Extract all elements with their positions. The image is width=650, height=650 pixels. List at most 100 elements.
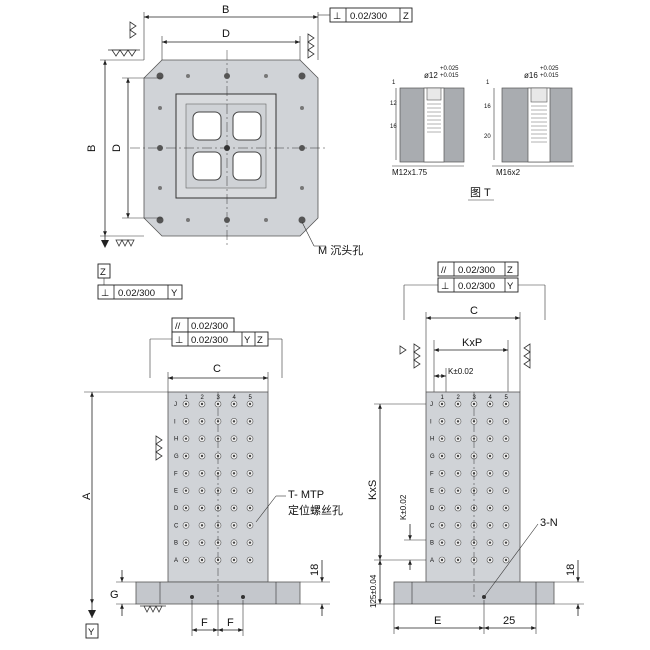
side-dim-k-vert: K±0.02 [399, 494, 408, 520]
front-datum-triangles [140, 435, 166, 613]
pocket [192, 111, 222, 141]
column-label: 4 [489, 395, 493, 401]
front-dim-a: A [81, 492, 93, 500]
callout-t-mtp: T- MTP [288, 489, 324, 501]
detail-right-tol-up: +0.025 [540, 66, 559, 72]
grid-hole-center [248, 437, 252, 440]
grid-hole-center [440, 454, 444, 458]
row-label: E [430, 489, 434, 495]
grid-hole-center [232, 437, 236, 440]
row-label: H [174, 437, 178, 443]
front-dim-g: G [110, 589, 119, 601]
grid-hole-center [184, 454, 188, 458]
grid-hole-center [232, 420, 236, 423]
side-view: // 0.02/300 Z ⊥ 0.02/300 Y C KxP K±0.02 [367, 261, 584, 634]
grid-hole-center [232, 524, 236, 527]
column-label: 5 [505, 395, 509, 401]
top-view: B D ⊥ 0.02/300 Z [86, 4, 413, 300]
grid-hole-center [504, 524, 508, 527]
row-label: C [174, 523, 179, 529]
svg-text:⊥: ⊥ [441, 281, 449, 292]
column-label: 3 [473, 395, 477, 401]
row-label: A [174, 558, 178, 564]
grid-hole-center [232, 489, 236, 492]
grid-hole-center [504, 472, 508, 475]
grid-hole-center [488, 489, 492, 492]
dim-d-left: D [111, 144, 123, 152]
detail-left-tol-down: +0.015 [440, 73, 459, 79]
callout-locating-hole: 定位螺丝孔 [288, 503, 343, 517]
grid-hole-center [248, 420, 252, 423]
grid-hole-center [248, 489, 252, 492]
tol-left-datum: Y [171, 288, 178, 299]
grid-hole-center [440, 437, 444, 440]
row-label: E [174, 489, 178, 495]
grid-hole-center [456, 506, 460, 510]
callout-m-hole: M 沉头孔 [318, 244, 363, 257]
grid-hole-center [488, 524, 492, 527]
dim-d-top: D [222, 28, 230, 40]
column-label: 2 [457, 395, 461, 401]
side-dim-k: K±0.02 [448, 367, 474, 376]
svg-text:⊥: ⊥ [333, 11, 341, 22]
grid-hole-center [456, 558, 460, 562]
row-label: B [174, 541, 178, 547]
grid-hole-center [216, 437, 220, 440]
grid-hole-center [184, 541, 188, 544]
tol-top-datum: Z [403, 11, 409, 22]
grid-hole-center [216, 420, 220, 423]
grid-hole-center [184, 558, 188, 562]
grid-hole-center [472, 420, 476, 423]
grid-hole-center [200, 454, 204, 458]
row-label: C [430, 523, 435, 529]
tol-top-value: 0.02/300 [350, 11, 387, 22]
grid-hole-center [488, 437, 492, 440]
row-label: I [430, 419, 432, 425]
dim-b-left: B [86, 145, 98, 152]
grid-hole-center [232, 558, 236, 562]
grid-hole-center [504, 437, 508, 440]
grid-hole-center [440, 524, 444, 527]
row-label: F [174, 471, 178, 477]
detail-left-dim1: 1 [392, 80, 396, 86]
side-tolerance-frames: // 0.02/300 Z ⊥ 0.02/300 Y [403, 261, 546, 320]
grid-hole-center [456, 454, 460, 458]
pocket [232, 151, 262, 181]
side-dim-125: 125±0.04 [369, 574, 378, 608]
grid-hole-center [440, 472, 444, 475]
side-dim-kxp: KxP [462, 337, 482, 349]
datum-triangles-top [108, 21, 315, 59]
grid-hole-center [456, 420, 460, 423]
grid-hole-center [200, 420, 204, 423]
dim-b-top: B [222, 4, 229, 16]
grid-hole-center [248, 472, 252, 475]
detail-left-tol-up: +0.025 [440, 66, 459, 72]
front-tol-perp: 0.02/300 [191, 335, 228, 346]
detail-left-dia: ø12 [424, 71, 438, 80]
datum-triangles-left [115, 239, 135, 247]
grid-hole-center [200, 472, 204, 475]
grid-hole-center [472, 437, 476, 440]
grid-hole-center [440, 420, 444, 423]
grid-hole-center [504, 489, 508, 492]
row-label: H [430, 437, 434, 443]
grid-hole-center [232, 402, 236, 406]
side-datum-triangles [399, 343, 531, 369]
column-label: 2 [201, 395, 205, 401]
detail-right-tol-down: +0.015 [540, 73, 559, 79]
grid-hole-center [440, 506, 444, 510]
row-label: G [174, 454, 179, 460]
detail-left-dim2: 12 [390, 101, 397, 107]
grid-hole-center [456, 402, 460, 406]
detail-t: 1 12 16 ø12 +0.025 +0.015 M12x1.75 1 16 … [390, 66, 574, 201]
detail-right-dim3: 20 [484, 134, 491, 140]
grid-hole-center [200, 489, 204, 492]
tolerance-frame-left: ⊥ 0.02/300 Y [97, 284, 183, 300]
side-tol-parallel-value: 0.02/300 [458, 265, 495, 276]
grid-hole-center [504, 506, 508, 510]
detail-right-dia: ø16 [524, 71, 538, 80]
grid-hole-center [488, 558, 492, 562]
grid-hole-center [248, 558, 252, 562]
grid-hole-center [184, 489, 188, 492]
